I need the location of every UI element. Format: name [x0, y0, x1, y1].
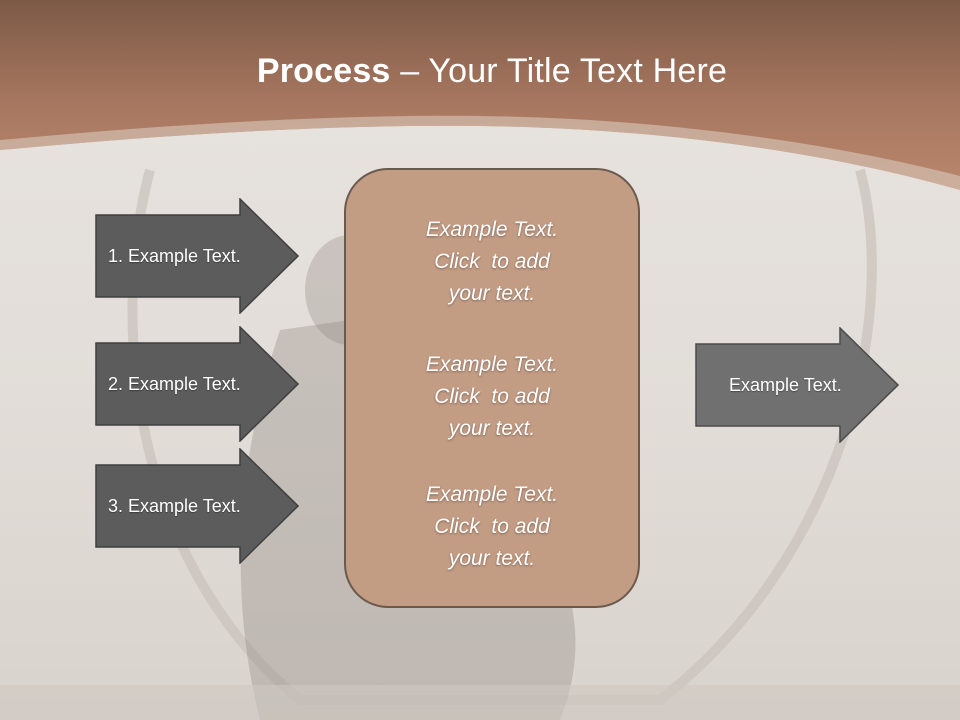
center-paragraph-1-line-3: your text. [448, 282, 536, 305]
center-text-box: Example Text. Click to add your text. Ex… [344, 168, 640, 608]
center-paragraph-3-line-3: your text. [448, 547, 536, 570]
right-arrow: Example Text. [695, 327, 899, 443]
left-arrow-3-label: 3. Example Text. [108, 495, 241, 516]
right-arrow-shape [695, 327, 899, 443]
title-bold: Process [256, 52, 391, 90]
center-paragraph-3-line-2: Click to add [434, 515, 550, 538]
left-arrow-1-shape [95, 198, 299, 314]
center-paragraph-2-line-2: Click to add [434, 385, 550, 408]
center-paragraph-3-line-1: Example Text. [425, 483, 559, 506]
center-paragraph-2: Example Text. Click to add your text. [346, 349, 638, 445]
left-arrow-3: 3. Example Text. [95, 448, 299, 564]
left-arrow-2-shape [95, 326, 299, 442]
title-rest: – Your Title Text Here [390, 52, 728, 90]
right-arrow-label: Example Text. [729, 374, 842, 395]
center-paragraph-1-line-2: Click to add [434, 250, 550, 273]
center-paragraph-2-line-3: your text. [448, 417, 536, 440]
left-arrow-2: 2. Example Text. [95, 326, 299, 442]
slide-title: Process – Your Title Text Here [0, 52, 960, 91]
center-paragraph-2-line-1: Example Text. [425, 353, 559, 376]
left-arrow-2-label: 2. Example Text. [108, 373, 241, 394]
left-arrow-1: 1. Example Text. [95, 198, 299, 314]
center-paragraph-1: Example Text. Click to add your text. [346, 214, 638, 310]
left-arrow-1-label: 1. Example Text. [108, 245, 241, 266]
center-paragraph-1-line-1: Example Text. [425, 218, 559, 241]
center-paragraph-3: Example Text. Click to add your text. [346, 479, 638, 575]
header-band [0, 0, 960, 190]
left-arrow-3-shape [95, 448, 299, 564]
